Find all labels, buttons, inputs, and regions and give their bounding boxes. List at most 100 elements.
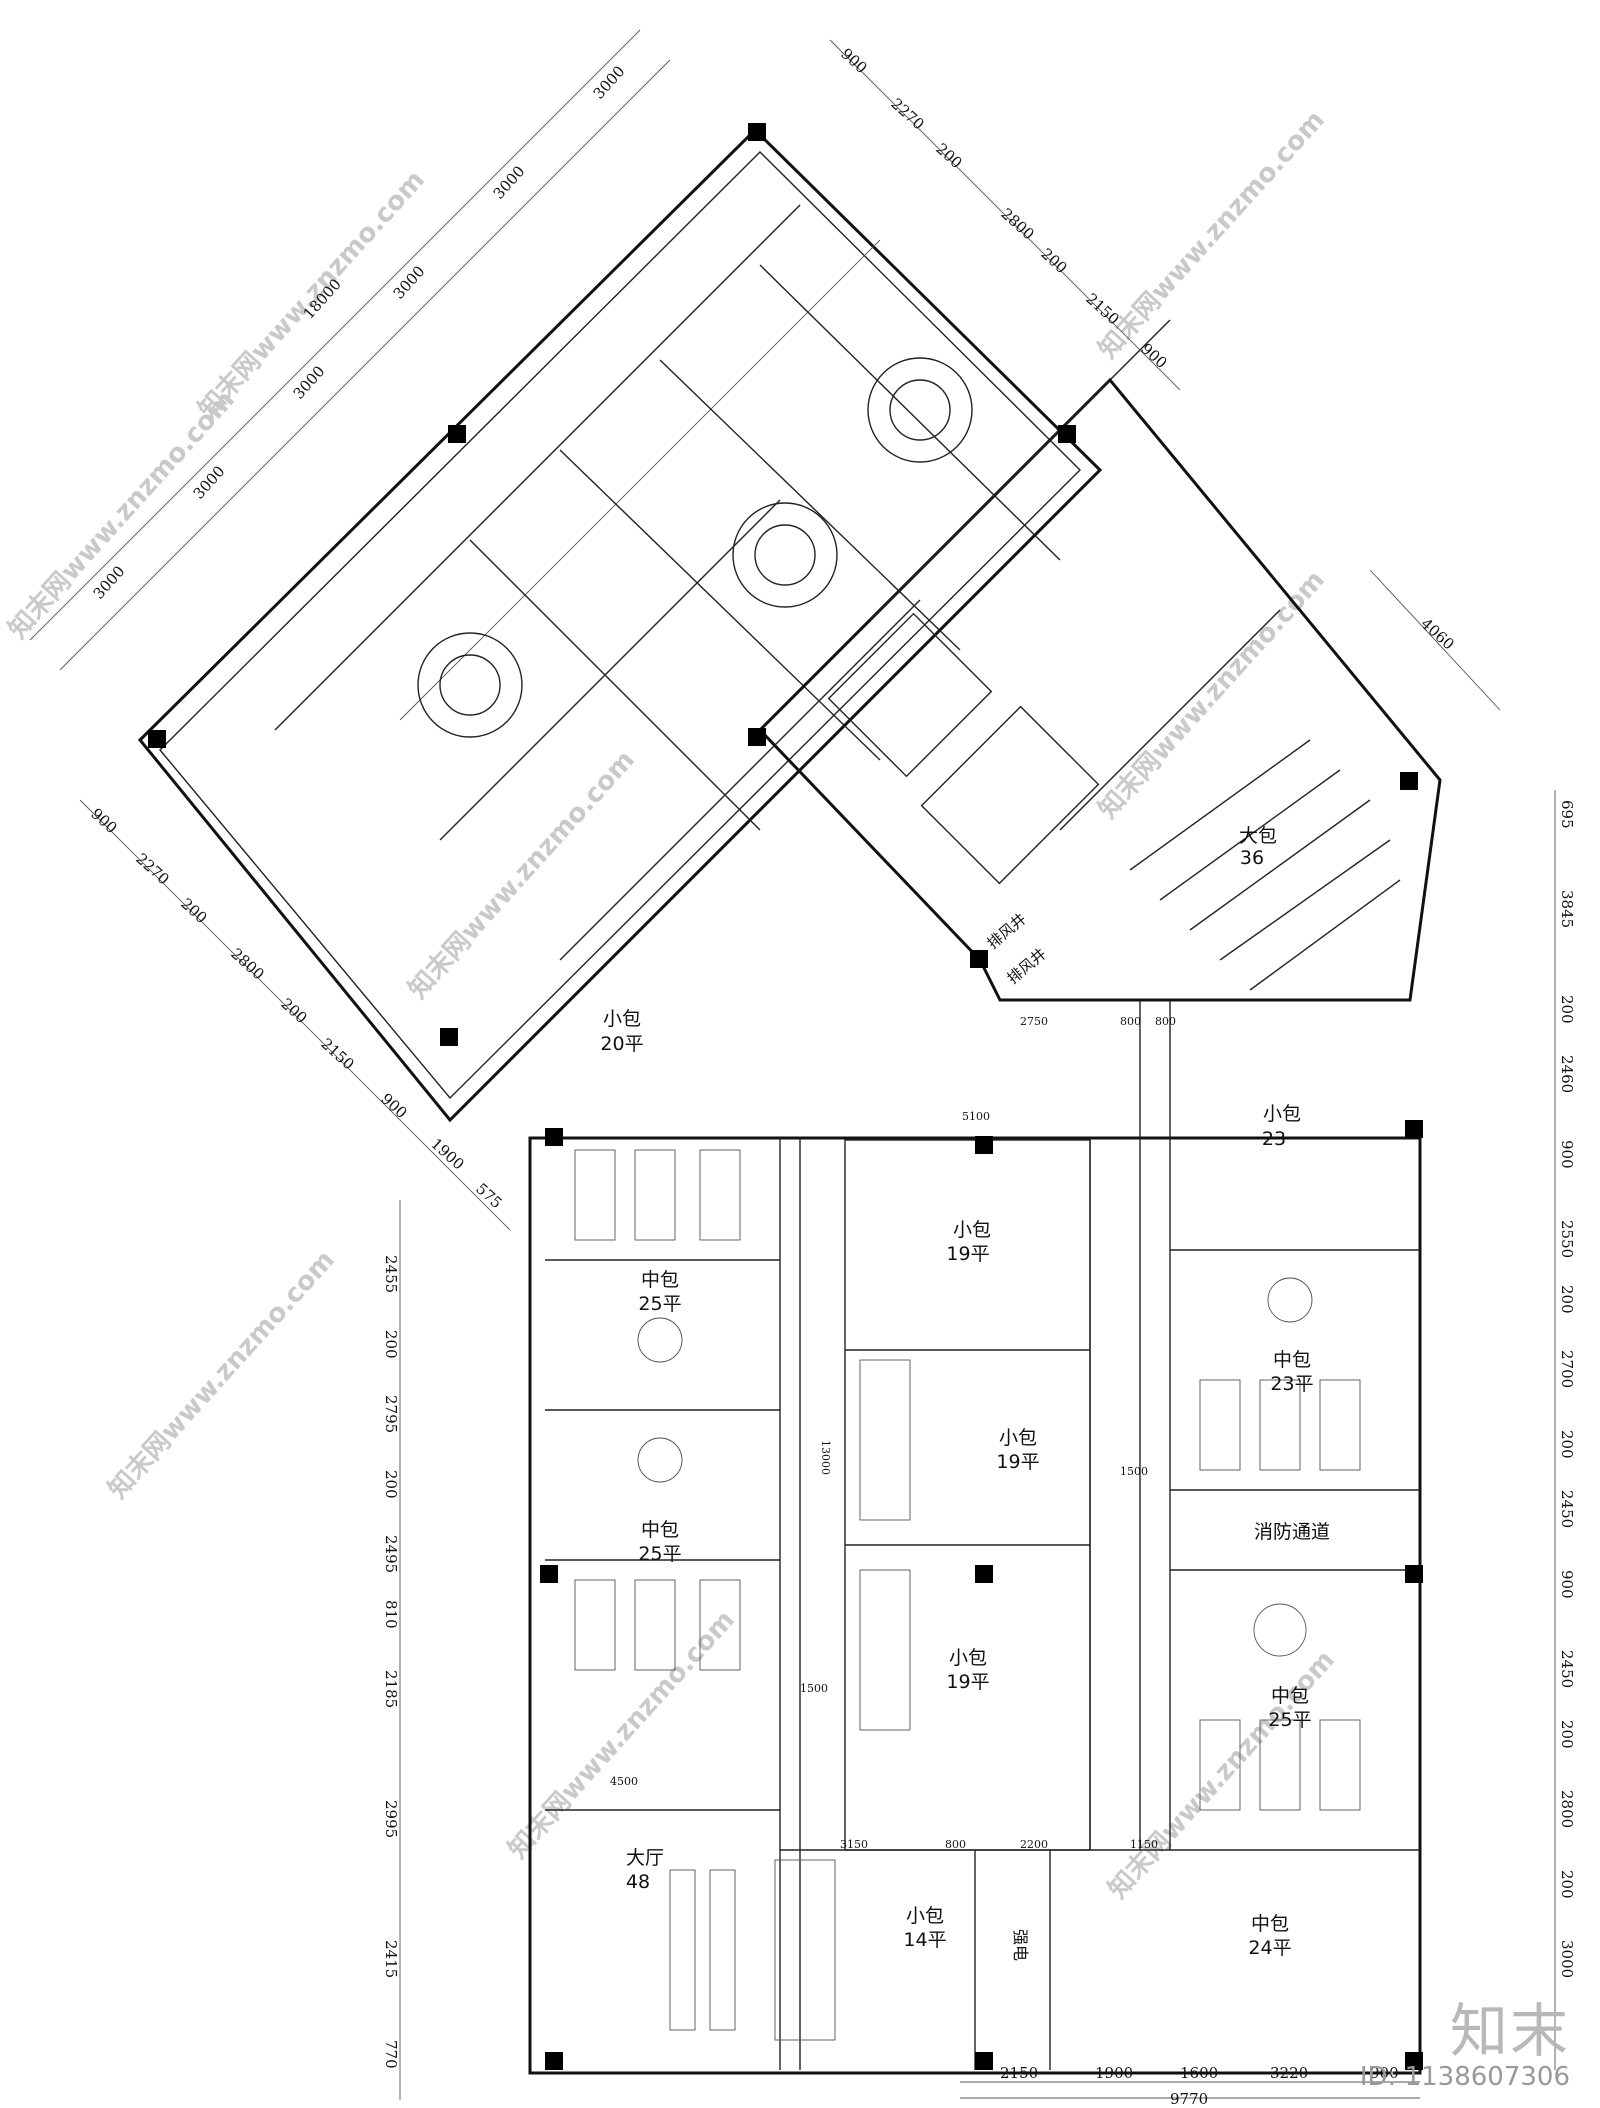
room-hall-name: 大厅 [626, 1847, 664, 1869]
watermark: 知末网www.znzmo.com [3, 385, 241, 645]
dim-left-side: 2495 [382, 1535, 400, 1573]
dim-right-diag: 4060 [1417, 615, 1457, 654]
brand-id: ID: 1138607306 [1359, 2062, 1570, 2092]
dim-upper-right-seg: 900 [837, 45, 870, 78]
round-table [439, 654, 501, 716]
dim-right-side: 2700 [1558, 1350, 1576, 1388]
dim-left-side: 2995 [382, 1800, 400, 1838]
room-mid-25a-area: 25平 [638, 1293, 681, 1315]
round-table [867, 357, 973, 463]
room-small-20-area: 20平 [600, 1033, 643, 1055]
dim-inner: 800 [1120, 1015, 1141, 1028]
dim-bottom-seg: 2150 [1000, 2064, 1038, 2082]
upper-left-wing [137, 127, 1103, 1123]
dim-right-side: 200 [1558, 995, 1576, 1024]
dim-inner: 1500 [1120, 1465, 1148, 1478]
brand-logo: 知末 [1449, 1997, 1570, 2065]
dim-right-side: 2460 [1558, 1055, 1576, 1093]
dim-left-side: 2455 [382, 1255, 400, 1293]
dim-upper-right-seg: 200 [932, 140, 965, 173]
dim-left-wing-seg: 200 [277, 995, 310, 1028]
dim-left-side: 2415 [382, 1940, 400, 1978]
dim-inner: 800 [1155, 1015, 1176, 1028]
room-small-20-name: 小包 [603, 1008, 641, 1030]
watermark: 知末网www.znzmo.com [103, 1245, 341, 1505]
room-mid-23-name: 中包 [1273, 1349, 1311, 1371]
room-big-box-name: 大包 [1239, 825, 1277, 847]
shaft-label-b: 排风井 [1004, 945, 1050, 988]
dim-right-side: 695 [1558, 800, 1576, 829]
sofa-rows [1129, 739, 1401, 991]
room-mid-24-name: 中包 [1251, 1913, 1289, 1935]
round-table [417, 632, 523, 738]
dim-left-wing-seg: 2270 [132, 850, 172, 889]
room-small-19b-area: 19平 [996, 1451, 1039, 1473]
dim-upper-left-seg: 3000 [90, 562, 129, 602]
room-small-14-name: 小包 [906, 1905, 944, 1927]
dim-right-side: 2800 [1558, 1790, 1576, 1828]
room-small-19b-name: 小包 [999, 1427, 1037, 1449]
dim-inner: 3150 [840, 1838, 868, 1851]
dim-inner: 5100 [962, 1110, 990, 1123]
round-table [754, 524, 816, 586]
room-mid-25a-name: 中包 [641, 1269, 679, 1291]
dim-inner: 2750 [1020, 1015, 1048, 1028]
dim-upper-left-seg: 3000 [590, 62, 629, 102]
room-small-19c-area: 19平 [946, 1671, 989, 1693]
room-small-23-area: 23 [1262, 1128, 1286, 1150]
watermark: 知末网www.znzmo.com [1093, 105, 1331, 365]
stairs [827, 612, 1100, 885]
dim-left-side: 2795 [382, 1395, 400, 1433]
dim-right-side: 2550 [1558, 1220, 1576, 1258]
dim-left-side: 2185 [382, 1670, 400, 1708]
dim-right-side: 200 [1558, 1430, 1576, 1459]
room-hall-area: 48 [626, 1871, 650, 1893]
room-small-19a-name: 小包 [953, 1219, 991, 1241]
room-mid-25b-area: 25平 [638, 1543, 681, 1565]
room-mid-24-area: 24平 [1248, 1937, 1291, 1959]
columns [148, 123, 1423, 2070]
utility-room-label: 强电 [1011, 1929, 1030, 1961]
dim-right-side: 200 [1558, 1285, 1576, 1314]
room-mid-25c-name: 中包 [1271, 1685, 1309, 1707]
upper-right-wing [417, 319, 1442, 1002]
dim-right-side: 900 [1558, 1140, 1576, 1169]
dim-left-wing-seg: 900 [87, 805, 120, 838]
fire-passage-label: 消防通道 [1254, 1521, 1330, 1543]
room-mid-23-area: 23平 [1270, 1373, 1313, 1395]
dim-inner: 1500 [800, 1682, 828, 1695]
dim-right-side: 900 [1558, 1570, 1576, 1599]
dim-bottom-seg: 1900 [1095, 2064, 1133, 2082]
dim-upper-left-seg: 3000 [490, 162, 529, 202]
room-mid-25c-area: 25平 [1268, 1709, 1311, 1731]
dim-inner: 13000 [819, 1440, 832, 1475]
dim-left-wing-seg: 2150 [317, 1035, 357, 1074]
dim-right-side: 200 [1558, 1870, 1576, 1899]
dim-left-wing-seg: 200 [177, 895, 210, 928]
dim-bottom-seg: 900 [1370, 2064, 1399, 2082]
room-small-19c-name: 小包 [949, 1647, 987, 1669]
room-small-14-area: 14平 [903, 1929, 946, 1951]
dim-bottom-seg: 1600 [1180, 2064, 1218, 2082]
dim-inner: 800 [945, 1838, 966, 1851]
watermark: 知末网www.znzmo.com [503, 1605, 741, 1865]
dim-upper-right-seg: 900 [1137, 340, 1170, 373]
dim-upper-left-seg: 3000 [190, 462, 229, 502]
dim-upper-left-seg: 3000 [290, 362, 329, 402]
dim-right-side: 200 [1558, 1720, 1576, 1749]
room-big-box-area: 36 [1240, 847, 1264, 869]
room-small-19a-area: 19平 [946, 1243, 989, 1265]
dim-upper-right-seg: 2270 [887, 95, 927, 134]
dim-inner: 1150 [1130, 1838, 1158, 1851]
brand-watermark: 知末 ID: 1138607306 [1360, 1984, 1570, 2092]
round-table [889, 379, 951, 441]
dim-right-side: 3000 [1558, 1940, 1576, 1978]
dim-bottom-seg: 3220 [1270, 2064, 1308, 2082]
lower-block [528, 1000, 1422, 2075]
room-mid-25b-name: 中包 [641, 1519, 679, 1541]
dim-bottom-total: 9770 [1170, 2090, 1208, 2108]
dim-upper-right-seg: 2800 [997, 205, 1037, 244]
round-table [732, 502, 838, 608]
dim-left-side: 200 [382, 1470, 400, 1499]
